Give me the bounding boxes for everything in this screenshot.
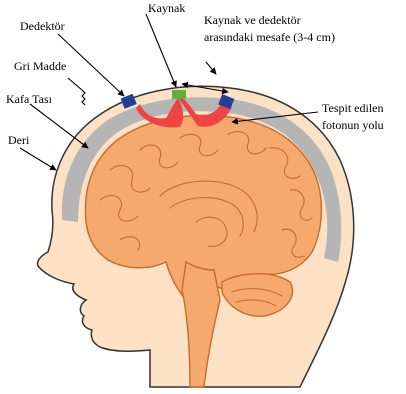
label-dedektor: Dedektör <box>20 19 65 33</box>
label-mesafe-line1: Kaynak ve dedektör <box>204 13 301 27</box>
label-kaynak: Kaynak <box>148 1 185 15</box>
label-yol-line1: Tespit edilen <box>322 101 383 115</box>
label-deri: Deri <box>8 133 30 147</box>
label-mesafe-line2: arasındaki mesafe (3-4 cm) <box>204 30 335 44</box>
source-optode <box>172 90 186 99</box>
label-yol-line2: fotonun yolu <box>322 118 384 132</box>
label-kafa-tasi: Kafa Tası <box>6 92 53 106</box>
label-gri-madde: Gri Madde <box>14 59 66 73</box>
